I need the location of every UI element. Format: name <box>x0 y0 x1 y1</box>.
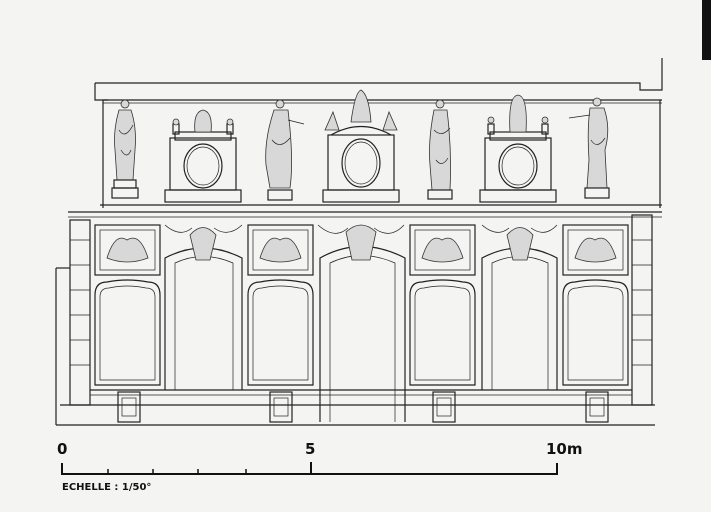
scale-tick-five: 5 <box>305 440 316 458</box>
base-plinth <box>56 389 655 426</box>
statue <box>111 99 139 199</box>
statue <box>568 97 610 199</box>
pilasters <box>55 214 653 425</box>
panels <box>94 224 629 386</box>
statues <box>111 97 610 201</box>
cornice <box>68 58 663 218</box>
scale-bar <box>61 462 558 475</box>
statue <box>427 99 453 200</box>
scale-tick-zero: 0 <box>57 440 68 458</box>
arched-bays <box>164 224 558 422</box>
scale-label: ECHELLE : 1/50° <box>62 482 152 493</box>
scale-tick-ten: 10m <box>546 440 583 458</box>
statue <box>265 99 305 201</box>
oval-pedestals <box>164 89 557 203</box>
